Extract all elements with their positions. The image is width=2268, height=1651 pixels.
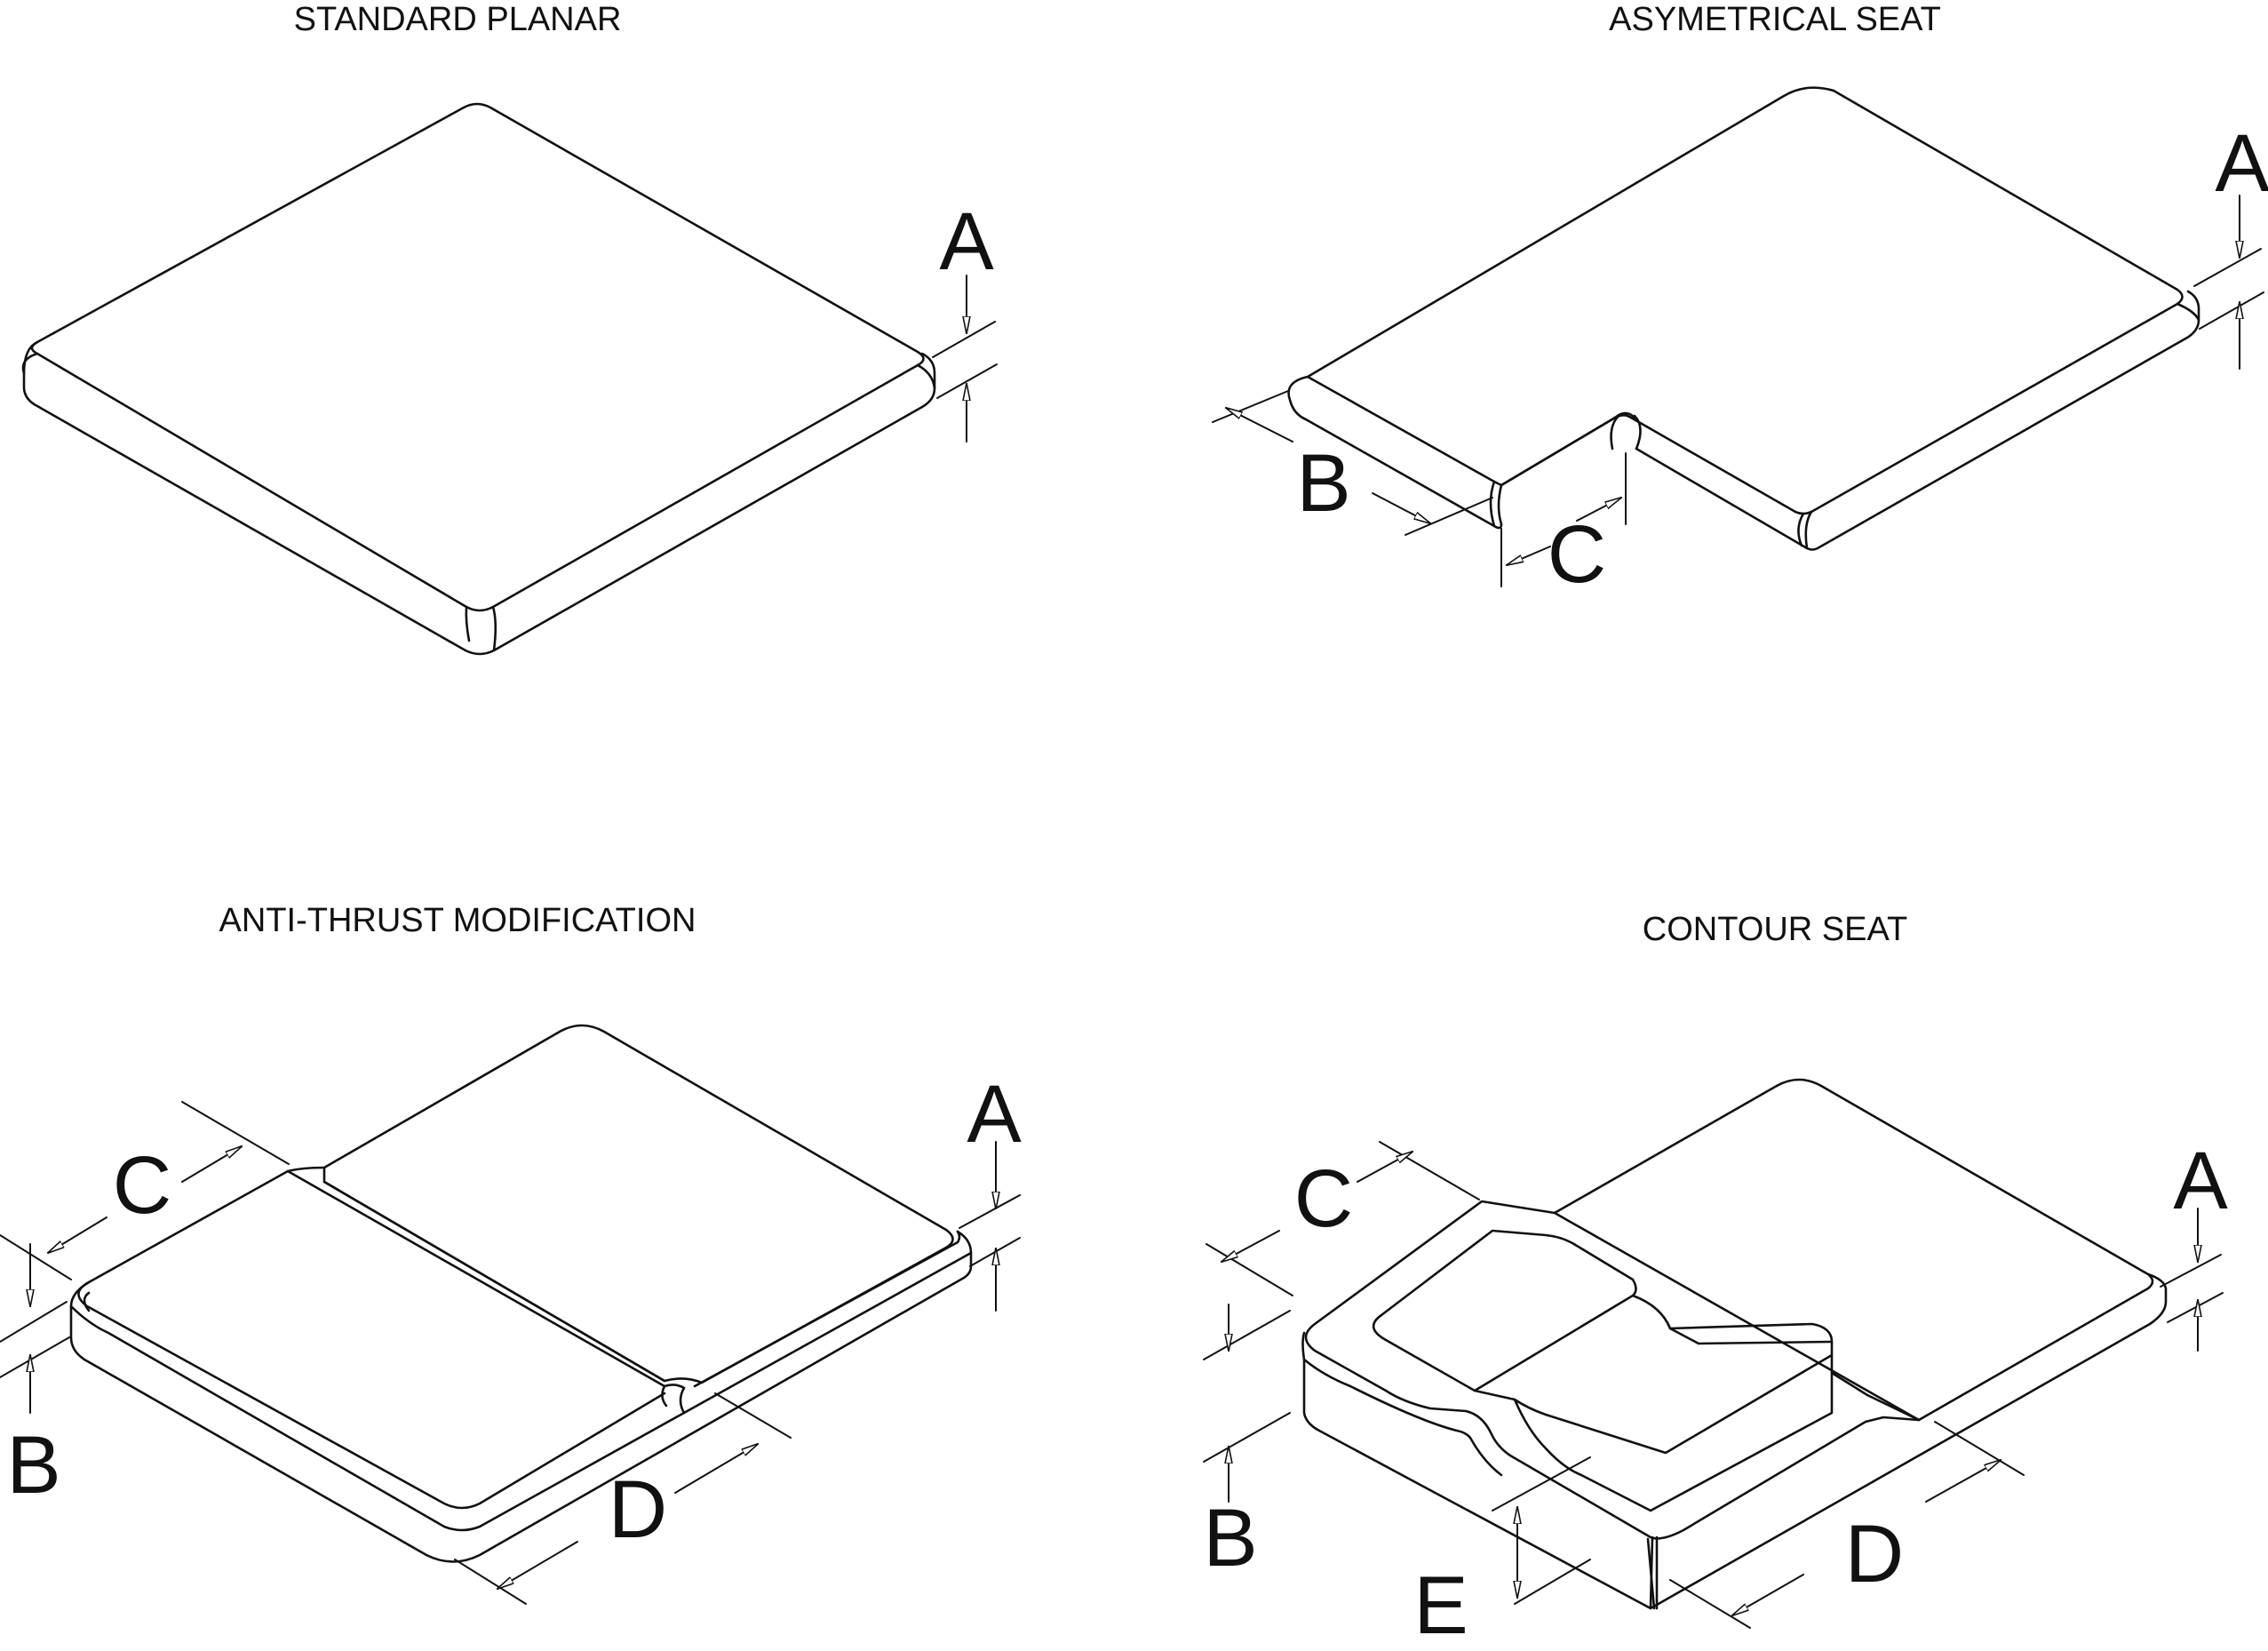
dimension-b: B — [0, 1243, 70, 1511]
panel-title: ANTI-THRUST MODIFICATION — [219, 902, 696, 939]
dimension-b-label: B — [6, 1420, 60, 1511]
cushion-shape — [1287, 86, 2200, 551]
dimension-a: A — [959, 1069, 1022, 1312]
panel-title: CONTOUR SEAT — [1643, 911, 1907, 948]
panel-anti-thrust-modification: ANTI-THRUST MODIFICATION A — [0, 902, 1022, 1605]
dimension-b: B — [1203, 1304, 1291, 1583]
dimension-a-label: A — [967, 1069, 1022, 1160]
dimension-c: C — [1500, 452, 1627, 600]
dimension-a: A — [932, 196, 998, 443]
dimension-a: A — [2160, 1136, 2228, 1352]
panel-title: ASYMETRICAL SEAT — [1609, 1, 1941, 38]
dimension-a-label: A — [939, 196, 994, 287]
dimension-b: B — [1212, 390, 1493, 536]
dimension-c: C — [1206, 1141, 1480, 1296]
dimension-a: A — [2193, 118, 2268, 370]
dimension-c: C — [0, 1101, 290, 1280]
dimension-d-label: D — [609, 1464, 667, 1555]
dimension-d: D — [1669, 1421, 2025, 1629]
dimension-c-label: C — [1548, 509, 1606, 600]
dimension-e: E — [1413, 1456, 1591, 1651]
cushion-shape — [1301, 1078, 2168, 1610]
panel-standard-planar: STANDARD PLANAR A — [21, 1, 998, 656]
panel-contour-seat: CONTOUR SEAT A — [1203, 911, 2228, 1651]
dimension-c-label: C — [113, 1140, 171, 1231]
dimension-c-label: C — [1294, 1153, 1353, 1244]
dimension-a-label: A — [2215, 118, 2268, 209]
dimension-e-label: E — [1413, 1560, 1468, 1651]
dimension-b-label: B — [1203, 1493, 1257, 1583]
panel-asymetrical-seat: ASYMETRICAL SEAT A — [1212, 1, 2268, 600]
panel-title: STANDARD PLANAR — [294, 1, 622, 38]
dimension-d-label: D — [1845, 1509, 1904, 1599]
cushion-shape — [69, 1024, 973, 1563]
dimension-b-label: B — [1296, 438, 1350, 529]
dimension-a-label: A — [2173, 1136, 2228, 1226]
dimension-d: D — [454, 1392, 792, 1605]
cushion-shape — [21, 102, 936, 656]
